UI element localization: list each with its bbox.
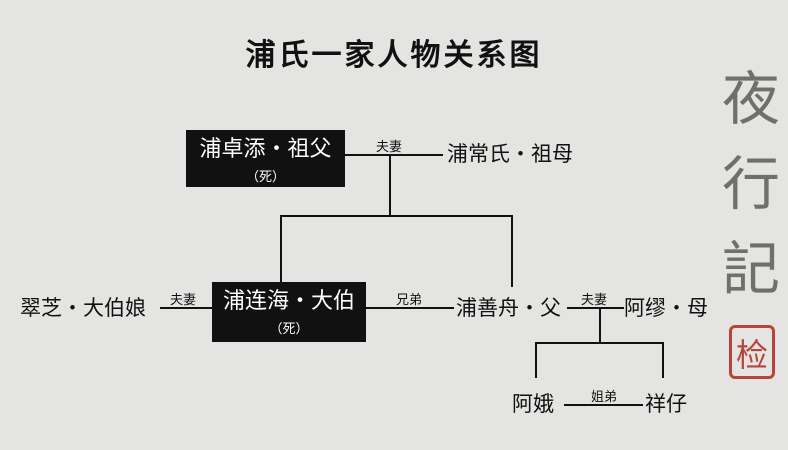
relation-label-uncle-aunt: 夫妻 (170, 293, 197, 308)
connector-to-sister (535, 342, 537, 378)
uncle-name: 浦连海・大伯 (222, 289, 355, 314)
connector-parents-marriage (567, 307, 624, 309)
node-mother: 阿缪・母 (624, 296, 708, 320)
connector-to-father (511, 215, 513, 287)
calligraphy-char-1: 夜 (722, 65, 781, 133)
connector-children-bar (280, 215, 512, 217)
node-brother: 祥仔 (645, 392, 687, 416)
connector-parents-down (599, 308, 601, 343)
connector-grandparents-marriage (345, 154, 443, 156)
grandfather-note: （死） (245, 170, 285, 186)
relation-label-grandparents: 夫妻 (376, 140, 403, 155)
red-seal-stamp: 检 (729, 325, 775, 379)
grandfather-name: 浦卓添・祖父 (199, 137, 332, 162)
connector-grandparents-down (389, 155, 391, 216)
connector-kids-bar (535, 342, 664, 344)
connector-brothers (366, 307, 454, 309)
connector-to-uncle (280, 215, 282, 287)
node-grandfather: 浦卓添・祖父 （死） (186, 130, 345, 187)
calligraphy-char-3: 記 (722, 235, 781, 303)
connector-siblings (564, 404, 643, 406)
node-aunt: 翠芝・大伯娘 (20, 296, 146, 320)
node-grandmother: 浦常氏・祖母 (447, 142, 573, 166)
diagram-title: 浦氏一家人物关系图 (245, 38, 543, 73)
uncle-note: （死） (269, 322, 309, 338)
node-uncle: 浦连海・大伯 （死） (212, 282, 366, 342)
relation-label-brothers: 兄弟 (396, 293, 423, 308)
calligraphy-char-2: 行 (722, 150, 781, 218)
connector-to-brother (662, 342, 664, 378)
relation-label-siblings: 姐弟 (591, 390, 618, 405)
node-father: 浦善舟・父 (456, 296, 561, 320)
connector-uncle-aunt (160, 307, 212, 309)
relation-label-parents: 夫妻 (581, 293, 608, 308)
node-sister: 阿娥 (512, 392, 554, 416)
